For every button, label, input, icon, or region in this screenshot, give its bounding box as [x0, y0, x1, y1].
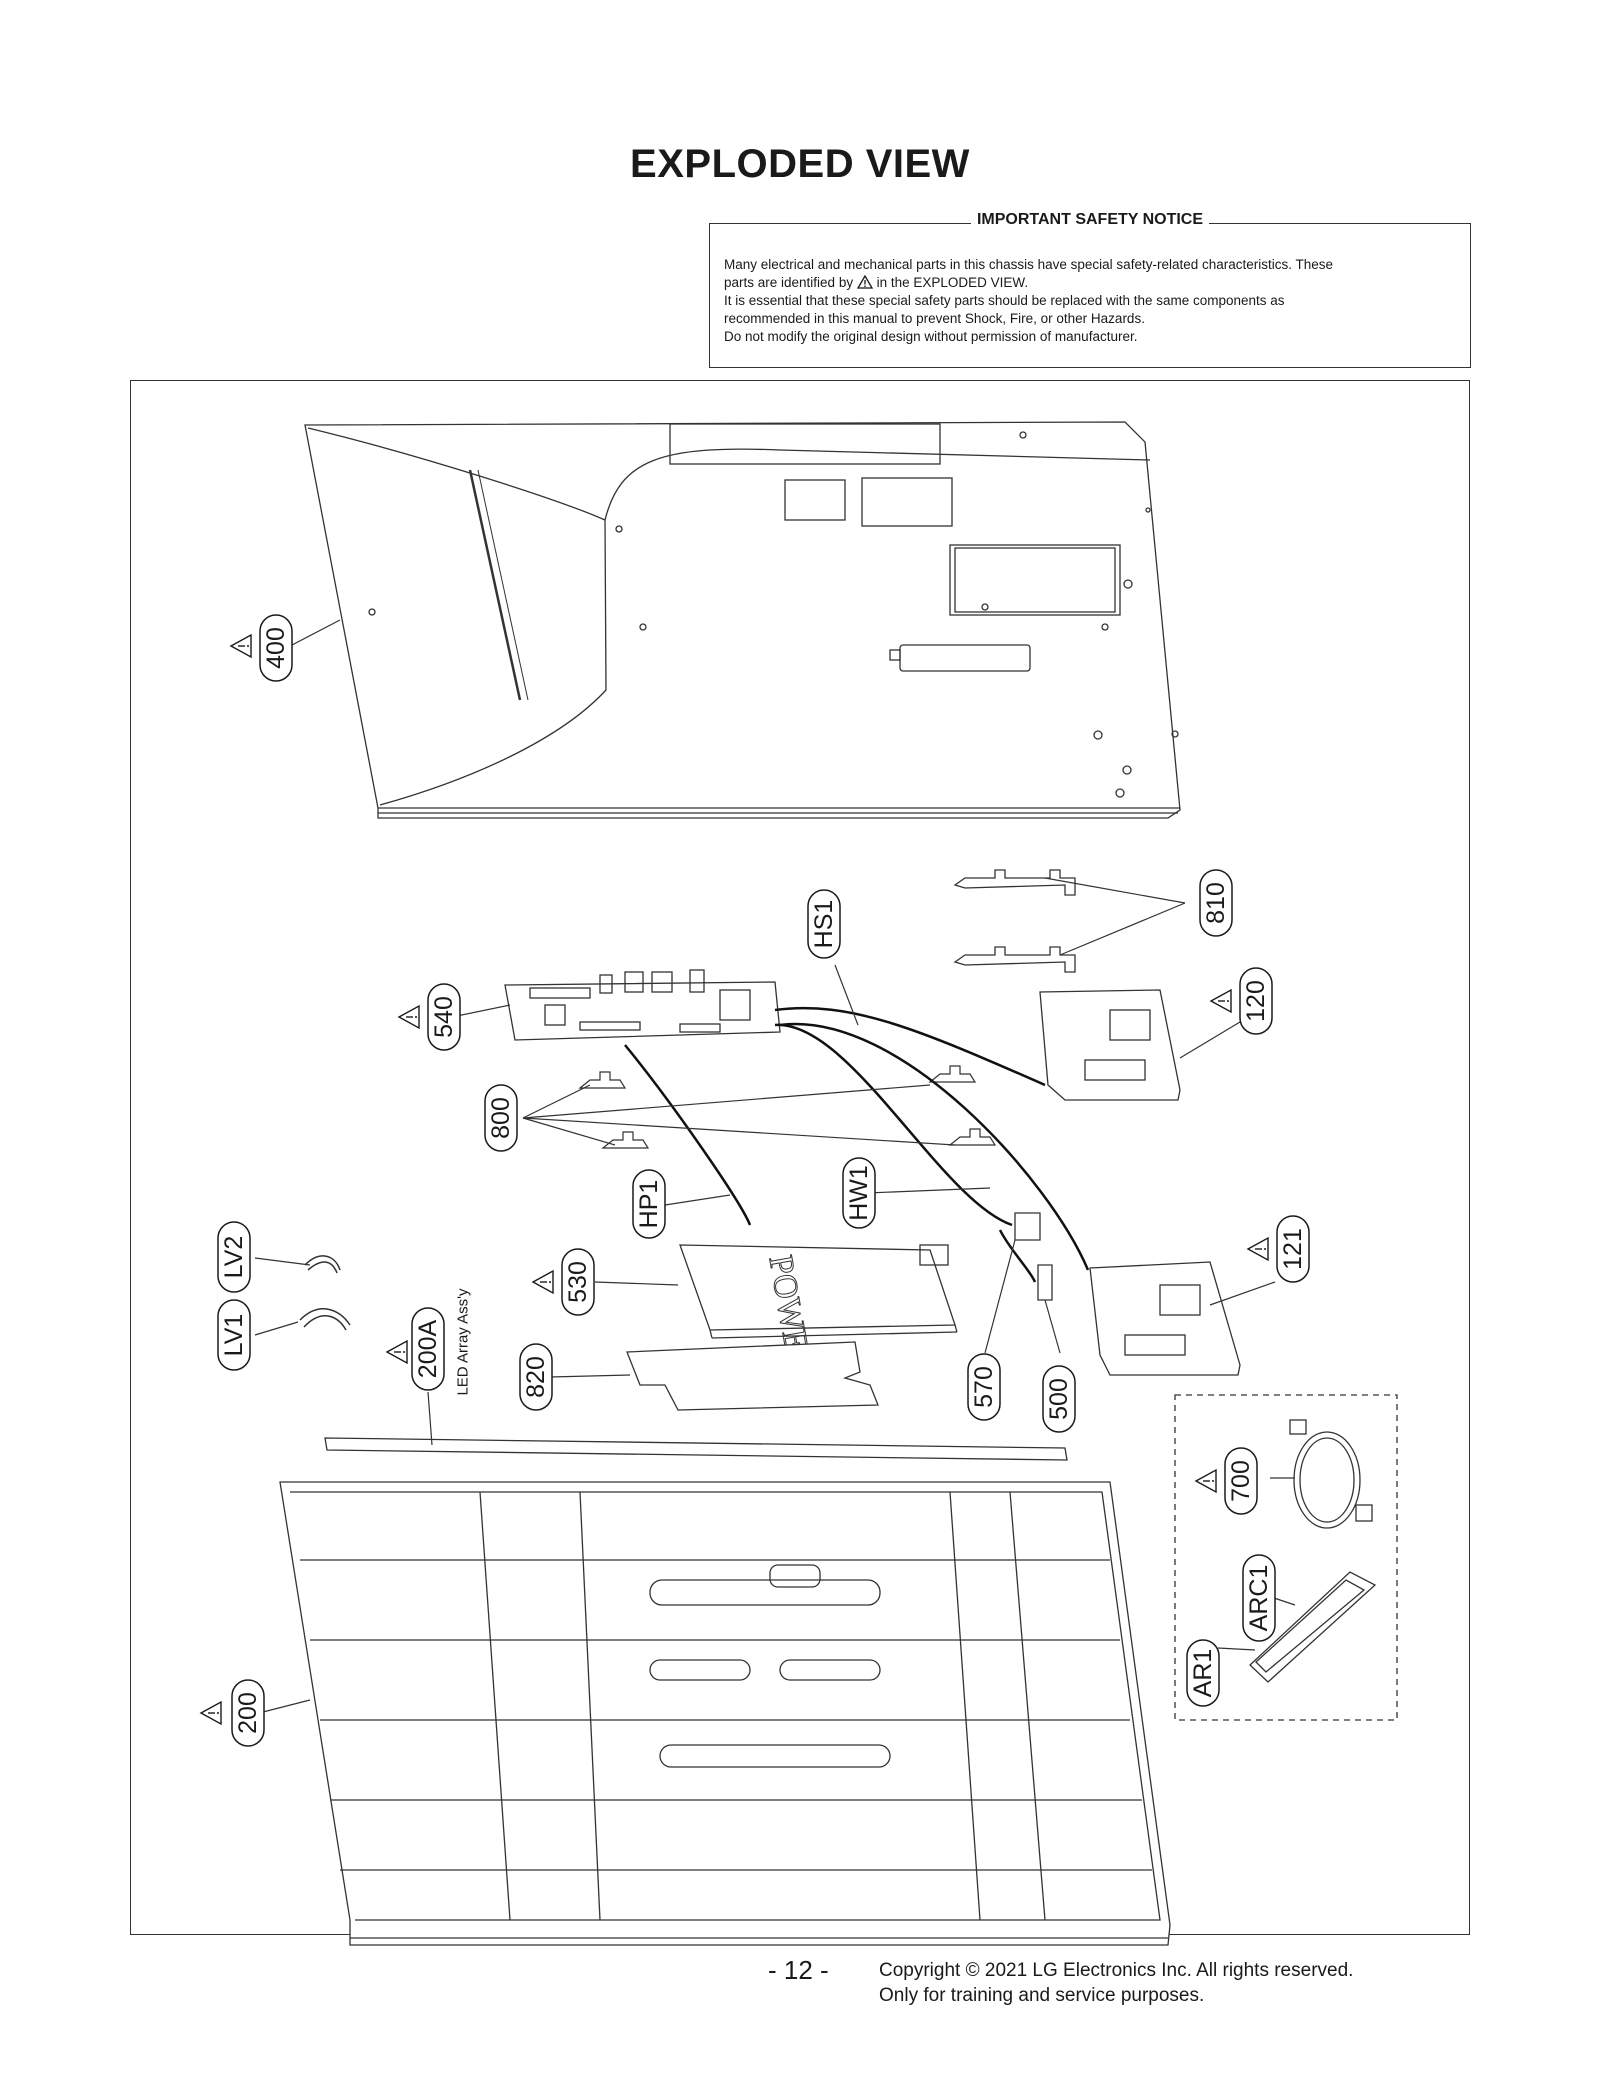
- notice-line-1: Many electrical and mechanical parts in …: [724, 257, 1334, 272]
- callout-400: 400: [230, 614, 293, 682]
- page-title: EXPLODED VIEW: [630, 142, 970, 186]
- callout-800: 800: [484, 1084, 518, 1152]
- leader-lines: [254, 619, 1296, 1713]
- notice-line-2b: in the EXPLODED VIEW.: [876, 275, 1029, 290]
- callout-530: 530: [532, 1248, 595, 1316]
- warning-triangle-icon: [1195, 1469, 1217, 1493]
- svg-text:200A: 200A: [414, 1319, 442, 1378]
- svg-text:400: 400: [262, 627, 290, 669]
- callout-540: 540: [398, 983, 461, 1051]
- service-note: Only for training and service purposes.: [879, 1985, 1205, 2006]
- svg-text:800: 800: [487, 1097, 515, 1139]
- notice-line-3: It is essential that these special safet…: [724, 293, 1285, 308]
- insulator-sheet-820: [626, 1341, 879, 1411]
- warning-triangle-icon: [856, 275, 873, 289]
- svg-text:LV2: LV2: [220, 1236, 248, 1279]
- svg-text:200: 200: [234, 1692, 262, 1734]
- svg-text:ARC1: ARC1: [1245, 1565, 1273, 1632]
- notice-line-2: parts are identified by in the EXPLODED …: [724, 274, 1456, 292]
- warning-triangle-icon: [386, 1340, 408, 1364]
- small-board-570: [1014, 1212, 1041, 1241]
- small-board-500: [1037, 1264, 1053, 1301]
- svg-text:HP1: HP1: [635, 1180, 663, 1229]
- warning-triangle-icon: [1247, 1237, 1269, 1261]
- callout-120: 120: [1210, 967, 1273, 1035]
- svg-text:AR1: AR1: [1189, 1649, 1217, 1698]
- callout-820: 820: [519, 1343, 553, 1411]
- callout-121: 121: [1247, 1215, 1310, 1283]
- power-unit-120: [1039, 989, 1181, 1101]
- safety-notice-body: Many electrical and mechanical parts in …: [724, 256, 1456, 346]
- main-board-540: [504, 969, 781, 1041]
- callout-LV1: LV1: [217, 1299, 251, 1371]
- warning-triangle-icon: [200, 1701, 222, 1725]
- svg-text:HW1: HW1: [845, 1165, 873, 1221]
- svg-text:500: 500: [1045, 1378, 1073, 1420]
- svg-text:121: 121: [1279, 1228, 1307, 1270]
- led-array-label: LED Array Ass'y: [455, 1288, 472, 1396]
- svg-text:HS1: HS1: [810, 900, 838, 949]
- warning-triangle-icon: [398, 1005, 420, 1029]
- callout-AR1: AR1: [1186, 1639, 1220, 1707]
- warning-triangle-icon: [532, 1270, 554, 1294]
- callout-570: 570: [967, 1353, 1001, 1421]
- svg-text:540: 540: [430, 996, 458, 1038]
- safety-notice-box: IMPORTANT SAFETY NOTICE Many electrical …: [709, 211, 1471, 368]
- callout-HP1: HP1: [632, 1169, 666, 1239]
- svg-text:810: 810: [1202, 882, 1230, 924]
- callout-HW1: HW1: [842, 1157, 876, 1229]
- accessory-box: [1174, 1394, 1398, 1721]
- notice-line-2a: parts are identified by: [724, 275, 854, 290]
- callout-810: 810: [1199, 869, 1233, 937]
- bracket-800: [578, 1065, 997, 1149]
- callout-ARC1: ARC1: [1242, 1554, 1276, 1642]
- svg-text:LV1: LV1: [220, 1314, 248, 1357]
- callout-500: 500: [1042, 1365, 1076, 1433]
- callout-700: 700: [1195, 1447, 1258, 1515]
- safety-notice-title: IMPORTANT SAFETY NOTICE: [970, 211, 1210, 228]
- callout-LV2: LV2: [217, 1221, 251, 1293]
- back-cover-400: [304, 421, 1181, 819]
- svg-text:530: 530: [564, 1261, 592, 1303]
- safety-notice-title-wrap: IMPORTANT SAFETY NOTICE: [710, 211, 1470, 229]
- power-unit-121: [1089, 1261, 1241, 1376]
- callout-200: 200: [200, 1679, 265, 1747]
- svg-text:700: 700: [1227, 1460, 1255, 1502]
- warning-triangle-icon: [230, 634, 252, 658]
- callout-HS1: HS1: [807, 889, 841, 959]
- front-frame-200: [279, 1481, 1171, 1946]
- svg-text:820: 820: [522, 1356, 550, 1398]
- bracket-810: [953, 869, 1076, 973]
- page-number: - 12 -: [768, 1955, 829, 1985]
- callout-200A: 200A LED Array Ass'y: [386, 1288, 472, 1396]
- copyright-block: Copyright © 2021 LG Electronics Inc. All…: [879, 1958, 1353, 2008]
- led-array-bar-200A: [324, 1437, 1068, 1461]
- lv-wires: [299, 1255, 351, 1331]
- notice-line-5: Do not modify the original design withou…: [724, 329, 1138, 344]
- warning-triangle-icon: [1210, 989, 1232, 1013]
- svg-text:120: 120: [1242, 980, 1270, 1022]
- notice-line-4: recommended in this manual to prevent Sh…: [724, 311, 1145, 326]
- copyright-line: Copyright © 2021 LG Electronics Inc. All…: [879, 1960, 1354, 1981]
- cable-harness: [624, 1006, 1090, 1283]
- svg-text:570: 570: [970, 1366, 998, 1408]
